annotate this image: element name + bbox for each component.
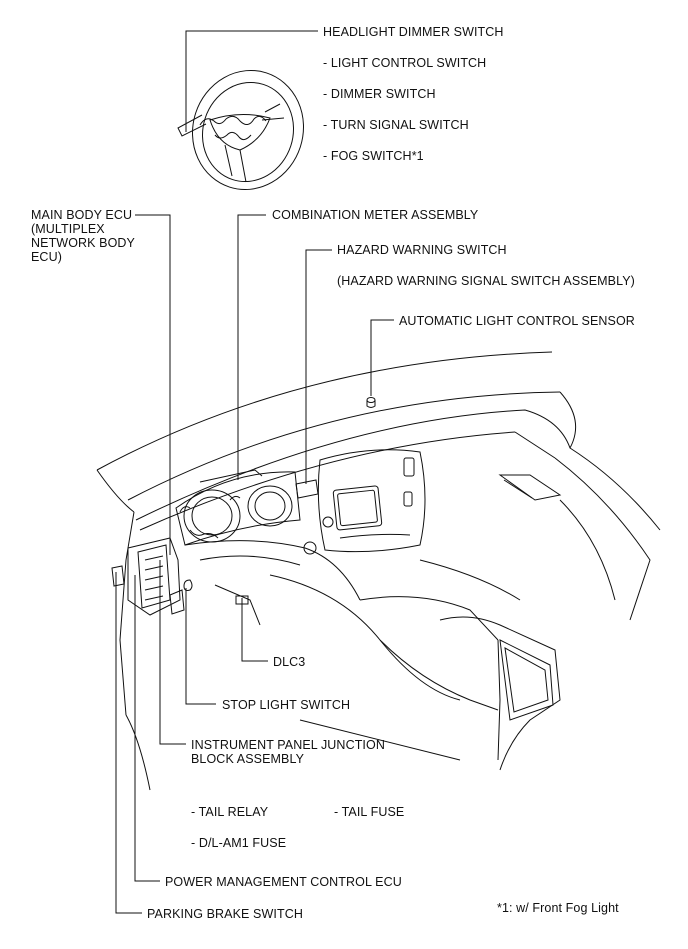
main-body-ecu-line-2: (MULTIPLEX [31,222,105,236]
label-parking-brake-switch: PARKING BRAKE SWITCH [147,907,303,921]
label-automatic-light-control-sensor: AUTOMATIC LIGHT CONTROL SENSOR [399,314,635,328]
label-stop-light-switch: STOP LIGHT SWITCH [222,698,351,712]
label-dl-am1-fuse: - D/L-AM1 FUSE [191,836,287,850]
label-dimmer-switch: - DIMMER SWITCH [323,87,436,101]
label-headlight-dimmer-switch: HEADLIGHT DIMMER SWITCH [323,25,504,39]
label-hazard-warning-signal-switch-assembly: (HAZARD WARNING SIGNAL SWITCH ASSEMBLY) [337,274,635,288]
label-hazard-warning-switch: HAZARD WARNING SWITCH [337,243,507,257]
dashboard-illustration [96,351,661,791]
main-body-ecu-line-1: MAIN BODY ECU [31,208,133,222]
label-instrument-panel-junction-block: INSTRUMENT PANEL JUNCTION BLOCK ASSEMBLY [191,738,385,766]
footnote: *1: w/ Front Fog Light [497,901,619,915]
auto-light-sensor-illustration [366,397,376,408]
label-tail-fuse: - TAIL FUSE [334,805,405,819]
label-tail-relay: - TAIL RELAY [191,805,269,819]
ip-junction-line-1: INSTRUMENT PANEL JUNCTION [191,738,385,752]
label-turn-signal-switch: - TURN SIGNAL SWITCH [323,118,469,132]
label-combination-meter-assembly: COMBINATION METER ASSEMBLY [272,208,479,222]
label-fog-switch: - FOG SWITCH*1 [323,149,424,163]
steering-wheel-illustration [177,69,304,191]
main-body-ecu-line-3: NETWORK BODY [31,236,135,250]
label-power-management-control-ecu: POWER MANAGEMENT CONTROL ECU [165,875,402,889]
leader-lines [115,30,394,914]
label-dlc3: DLC3 [273,655,306,669]
label-main-body-ecu: MAIN BODY ECU (MULTIPLEX NETWORK BODY EC… [31,208,135,264]
main-body-ecu-line-4: ECU) [31,250,62,264]
label-light-control-switch: - LIGHT CONTROL SWITCH [323,56,487,70]
ip-junction-line-2: BLOCK ASSEMBLY [191,752,305,766]
